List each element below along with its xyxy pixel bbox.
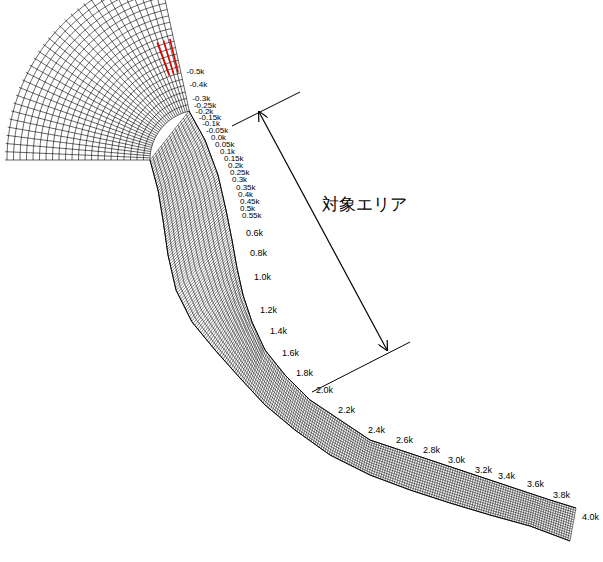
- distance-marker: 3.6k: [527, 480, 544, 489]
- distance-marker: 2.0k: [316, 386, 333, 395]
- distance-marker: 1.8k: [296, 369, 313, 378]
- distance-marker: 3.8k: [553, 491, 570, 500]
- area-arrow: [259, 112, 387, 350]
- distance-marker: 3.4k: [498, 472, 515, 481]
- distance-marker: -0.4k: [189, 81, 207, 89]
- fan-grid: [5, 0, 189, 160]
- distance-marker: 0.55k: [242, 212, 262, 220]
- distance-marker: 2.6k: [396, 436, 413, 445]
- area-start-line: [232, 92, 300, 126]
- distance-marker: 1.6k: [282, 349, 299, 358]
- distance-marker: 0.3k: [232, 176, 247, 184]
- area-end-line: [312, 342, 410, 392]
- red-line: [157, 39, 178, 76]
- distance-marker: -0.5k: [187, 68, 205, 76]
- distance-marker: 1.4k: [270, 327, 287, 336]
- mesh-grid: [5, 0, 576, 541]
- channel-long-lines: [150, 111, 576, 541]
- distance-marker: 1.2k: [260, 306, 277, 315]
- channel-cross-lines: [150, 111, 576, 541]
- river-bank: [150, 111, 576, 541]
- distance-marker: 1.0k: [254, 273, 271, 282]
- distance-marker: 2.8k: [423, 446, 440, 455]
- distance-marker: 3.2k: [475, 466, 492, 475]
- distance-marker: 2.2k: [338, 406, 355, 415]
- distance-marker: 3.0k: [448, 456, 465, 465]
- distance-marker: 0.8k: [250, 249, 267, 258]
- distance-marker: 0.6k: [246, 229, 263, 238]
- area-label: 対象エリア: [320, 195, 409, 214]
- distance-marker: 2.4k: [368, 426, 385, 435]
- distance-marker: 4.0k: [582, 513, 599, 522]
